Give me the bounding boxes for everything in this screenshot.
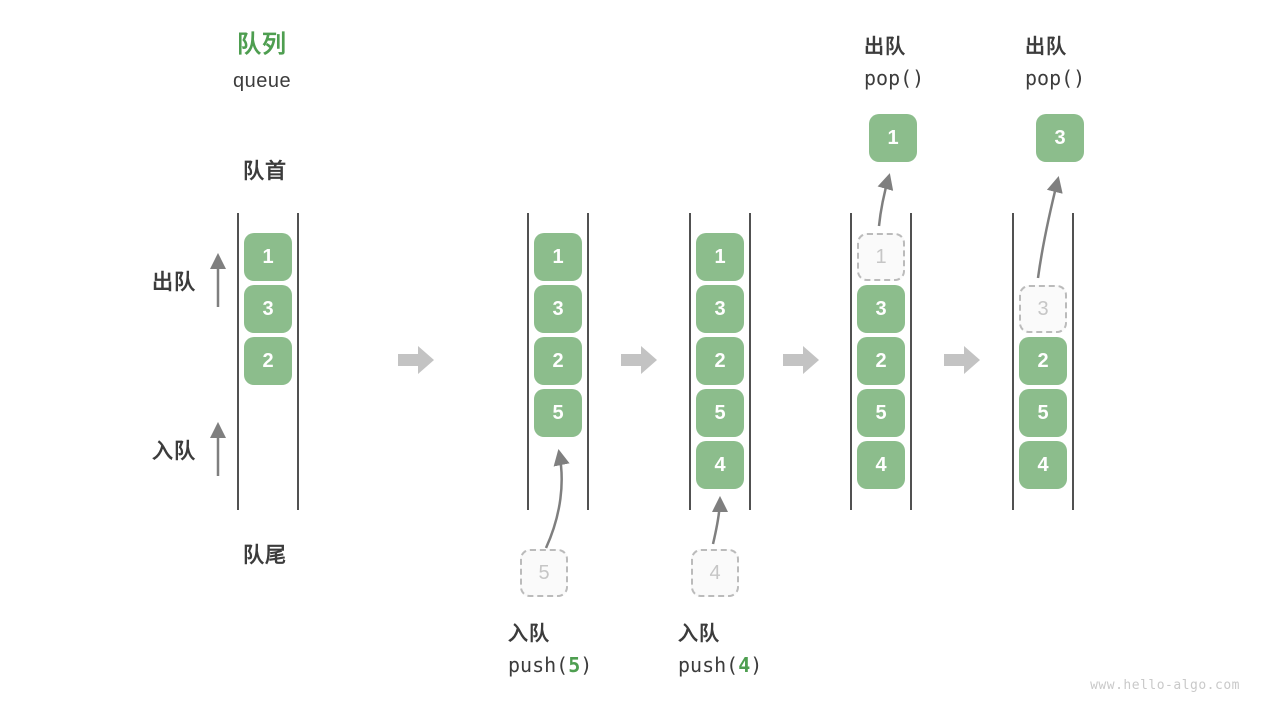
queue-item-3: 3 (534, 285, 582, 333)
queue-item-3: 3 (696, 285, 744, 333)
queue-item-1: 1 (534, 233, 582, 281)
transition-arrow-3-icon (783, 346, 819, 374)
pop-label-2-cn: 出队 (1025, 36, 1067, 58)
dequeue-side-label: 出队 (152, 271, 196, 294)
transition-arrow-1 (398, 344, 435, 376)
queue-item-2: 2 (1019, 337, 1067, 385)
queue-item-2: 2 (857, 337, 905, 385)
queue-item-3-ghost: 3 (1019, 285, 1067, 333)
push-label-5-code: push(5) (508, 653, 593, 677)
queue-item-1-ghost: 1 (857, 233, 905, 281)
popped-box-3: 3 (1036, 114, 1084, 162)
transition-arrow-4-icon (944, 346, 980, 374)
queue-item-2: 2 (534, 337, 582, 385)
push-label-4-cn: 入队 (678, 623, 720, 645)
transition-arrow-2-icon (621, 346, 657, 374)
pop-label-2-code: pop() (1025, 66, 1086, 90)
push-label-4-code: push(4) (678, 653, 763, 677)
transition-arrow-3 (783, 344, 820, 376)
push-label-5-cn: 入队 (508, 623, 550, 645)
queue-item-5: 5 (857, 389, 905, 437)
queue-item-5: 5 (1019, 389, 1067, 437)
transition-arrow-4 (944, 344, 981, 376)
diagram-title-en: queue (233, 70, 292, 92)
popped-box-1: 1 (869, 114, 917, 162)
queue-front-label: 队首 (243, 160, 287, 183)
enqueue-side-label: 入队 (152, 440, 196, 463)
push-label-4: 入队 push(4) (678, 617, 762, 677)
pending-enqueue-box-5: 5 (520, 549, 568, 597)
push-label-4-arg: 4 (738, 653, 751, 677)
push-label-5-arg: 5 (568, 653, 581, 677)
queue-item-5: 5 (534, 389, 582, 437)
queue-item-1: 1 (696, 233, 744, 281)
push-label-5: 入队 push(5) (508, 617, 592, 677)
pop-label-1-code: pop() (864, 66, 925, 90)
queue-item-3: 3 (244, 285, 292, 333)
queue-item-2: 2 (244, 337, 292, 385)
pop-label-2: 出队 pop() (1025, 30, 1085, 90)
watermark: www.hello-algo.com (1090, 678, 1240, 693)
diagram-title-cn: 队列 (237, 31, 287, 58)
queue-item-2: 2 (696, 337, 744, 385)
queue-rear-label: 队尾 (243, 544, 287, 567)
transition-arrow-1-icon (398, 346, 434, 374)
transition-arrow-2 (621, 344, 658, 376)
queue-item-4: 4 (1019, 441, 1067, 489)
pending-enqueue-box-4: 4 (691, 549, 739, 597)
queue-item-5: 5 (696, 389, 744, 437)
queue-item-3: 3 (857, 285, 905, 333)
pop-label-1: 出队 pop() (864, 30, 924, 90)
queue-item-4: 4 (857, 441, 905, 489)
pop-label-1-cn: 出队 (864, 36, 906, 58)
queue-item-1: 1 (244, 233, 292, 281)
queue-item-4: 4 (696, 441, 744, 489)
